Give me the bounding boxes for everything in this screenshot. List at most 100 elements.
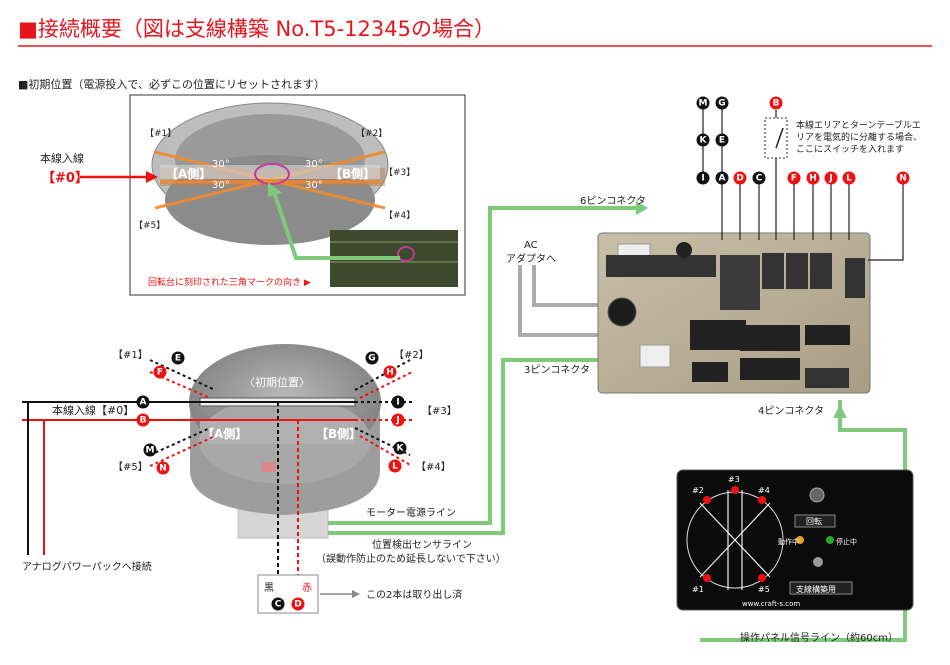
panel-rotate-label: 回転 bbox=[806, 517, 822, 526]
track-1-label: 【#1】 bbox=[145, 128, 176, 139]
turntable-node-f-circle bbox=[153, 365, 167, 379]
switch-note-3: ここにスイッチを入れます bbox=[796, 144, 904, 155]
initial-heading: ■初期位置（電源投入で、必ずこの位置にリセットされます） bbox=[18, 77, 325, 91]
turntable-node-b-circle bbox=[136, 413, 150, 427]
turntable-node-j-letter: J bbox=[395, 416, 399, 426]
top-node-c-circle bbox=[752, 171, 766, 185]
turntable-node-d-circle bbox=[291, 597, 305, 611]
green-pointer-arrow bbox=[268, 182, 282, 197]
turntable-node-g-circle bbox=[365, 351, 379, 365]
turntable-node-n-letter: N bbox=[159, 464, 167, 474]
panel-stopped-label: 停止中 bbox=[836, 537, 857, 546]
top-node-k: K bbox=[696, 133, 710, 147]
track-5-label: 【#5】 bbox=[134, 220, 165, 231]
turntable-track-2: 【#2】 bbox=[394, 349, 429, 361]
main-line-label: 本線入線 bbox=[40, 151, 84, 165]
turntable-node-e-letter: E bbox=[175, 354, 181, 364]
cut-note-arrowhead bbox=[352, 590, 360, 598]
ac-label: AC bbox=[524, 240, 538, 251]
initial-caption: 回転台に刻印された三角マークの向き ▶ bbox=[148, 276, 311, 288]
top-node-i-letter: I bbox=[701, 174, 704, 184]
top-node-g: G bbox=[715, 96, 729, 110]
top-node-f-circle bbox=[787, 171, 801, 185]
cable-lines bbox=[328, 206, 907, 642]
switch-lever bbox=[775, 127, 784, 149]
turntable-node-j-circle bbox=[391, 413, 405, 427]
turntable-main-line: 本線入線【#0】 bbox=[52, 403, 134, 417]
side-b-label: 【B側】 bbox=[330, 166, 375, 181]
angle-label-1: 30° bbox=[212, 159, 230, 170]
control-panel bbox=[676, 469, 914, 611]
turntable-initial-label: 〈初期位置〉 bbox=[244, 375, 310, 389]
turntable-node-h-letter: H bbox=[386, 368, 394, 378]
turntable-node-j: J bbox=[391, 413, 405, 427]
top-node-b: B bbox=[769, 96, 783, 110]
panel-caption: 操作パネル信号ライン（約60cm） bbox=[740, 631, 898, 644]
turntable-node-e: E bbox=[171, 351, 185, 365]
conn6-arrowhead bbox=[636, 201, 648, 215]
panel-url-label: www.craft-s.com bbox=[742, 600, 800, 608]
side-a-label: 【A側】 bbox=[166, 166, 211, 181]
turntable-node-g: G bbox=[365, 351, 379, 365]
top-node-n-circle bbox=[896, 171, 910, 185]
turntable-node-a-circle bbox=[136, 395, 150, 409]
main-line-tag: 【#0】 bbox=[42, 170, 88, 186]
turntable-node-e-circle bbox=[171, 351, 185, 365]
sensor-line-note: （誤動作防止のため延長しないで下さい） bbox=[316, 552, 506, 565]
top-node-a-circle bbox=[715, 171, 729, 185]
top-node-l-letter: L bbox=[846, 174, 852, 184]
sensor-line-label: 位置検出センサライン bbox=[372, 538, 472, 551]
top-node-d: D bbox=[733, 171, 747, 185]
turntable-node-f-letter: F bbox=[157, 368, 163, 378]
turntable-side-a: 【A側】 bbox=[202, 426, 247, 441]
top-node-g-letter: G bbox=[718, 99, 725, 109]
track-2-label: 【#2】 bbox=[356, 128, 387, 139]
turntable-node-n-circle bbox=[156, 461, 170, 475]
switch-note-1: 本線エリアとターンテーブルエ bbox=[796, 119, 921, 131]
conn3-label: 3ピンコネクタ bbox=[524, 364, 590, 376]
top-node-h-circle bbox=[806, 171, 820, 185]
analog-powerpack-label: アナログパワーパックへ接続 bbox=[22, 560, 152, 573]
turntable-node-b-letter: B bbox=[140, 416, 147, 426]
turntable-node-d-letter: D bbox=[294, 600, 301, 610]
angle-label-2: 30° bbox=[305, 159, 323, 170]
wire-red-label: 赤 bbox=[302, 582, 312, 594]
track-4-label: 【#4】 bbox=[384, 210, 415, 221]
top-node-b-letter: B bbox=[773, 99, 780, 109]
turntable-track-3: 【#3】 bbox=[422, 405, 457, 417]
top-node-i: I bbox=[696, 171, 710, 185]
top-node-j: J bbox=[824, 171, 838, 185]
top-node-c: C bbox=[752, 171, 766, 185]
top-node-a-letter: A bbox=[719, 174, 726, 184]
angle-label-4: 30° bbox=[305, 180, 323, 191]
panel-running-label: 動作中 bbox=[778, 537, 799, 546]
turntable-node-n: N bbox=[156, 461, 170, 475]
top-node-h-letter: H bbox=[809, 174, 817, 184]
panel-label-4: #4 bbox=[758, 486, 770, 495]
top-node-e-letter: E bbox=[719, 136, 725, 146]
turntable-node-h-circle bbox=[383, 365, 397, 379]
top-node-a: A bbox=[715, 171, 729, 185]
turntable-node-k-letter: K bbox=[397, 444, 405, 454]
panel-label-1: #1 bbox=[692, 585, 704, 594]
turntable-node-c-circle bbox=[271, 597, 285, 611]
turntable-node-c-letter: C bbox=[275, 600, 282, 610]
panel-label-5: #5 bbox=[758, 585, 770, 594]
wire-black-label: 黒 bbox=[264, 582, 274, 594]
motor-line-label: モーター電源ライン bbox=[366, 506, 456, 519]
turntable-node-m-letter: M bbox=[146, 446, 155, 456]
turntable-node-d: D bbox=[291, 597, 305, 611]
top-node-j-letter: J bbox=[828, 174, 832, 184]
turntable-node-m: M bbox=[143, 443, 157, 457]
conn4-arrowhead bbox=[833, 405, 847, 418]
initial-turntable-photo bbox=[151, 102, 458, 287]
top-node-l-circle bbox=[842, 171, 856, 185]
rail-lines bbox=[22, 359, 415, 605]
top-node-g-circle bbox=[715, 96, 729, 110]
panel-label-2: #2 bbox=[692, 486, 704, 495]
top-node-b-circle bbox=[769, 96, 783, 110]
top-node-e-circle bbox=[715, 133, 729, 147]
